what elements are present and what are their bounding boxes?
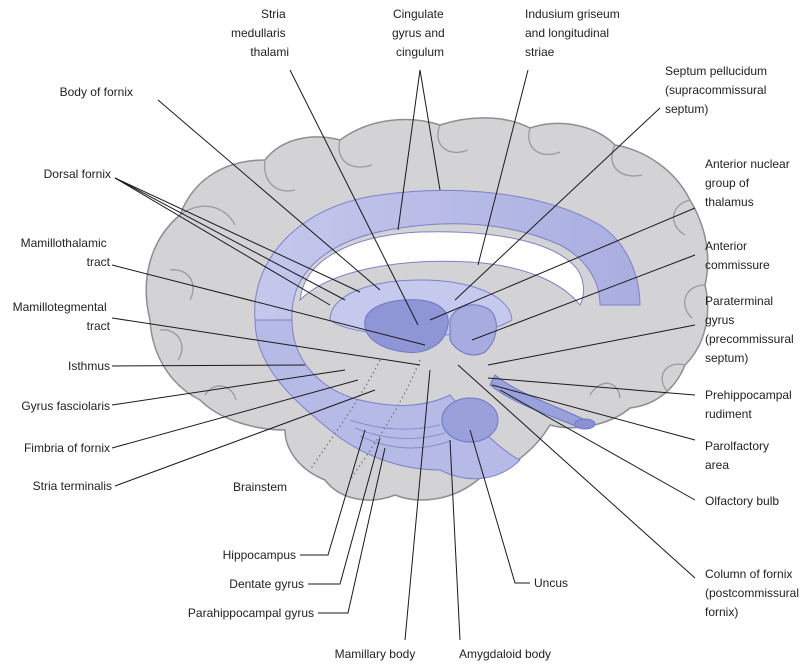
label-body-of-fornix: Body of fornix bbox=[60, 85, 133, 99]
olfactory-bulb-shape bbox=[574, 418, 596, 430]
label-uncus: Uncus bbox=[534, 576, 568, 590]
label-dentate: Dentate gyrus bbox=[229, 577, 304, 591]
gyri-folds bbox=[159, 124, 706, 401]
leader-lines bbox=[111, 69, 696, 641]
label-column-of-fornix: Column of fornix (postcommissural fornix… bbox=[705, 567, 802, 619]
label-hippocampus: Hippocampus bbox=[223, 548, 296, 562]
label-mamillothalamic: Mamillothalamic tract bbox=[21, 236, 111, 269]
thalamic-region bbox=[364, 299, 449, 354]
label-isthmus: Isthmus bbox=[68, 359, 110, 373]
label-parolfactory: Parolfactory area bbox=[705, 439, 772, 472]
label-cingulate: Cingulate gyrus and cingulum bbox=[392, 7, 448, 59]
brainstem-outline bbox=[309, 359, 381, 471]
uncus-shape bbox=[441, 397, 499, 443]
labels: Stria medullaris thalami Cingulate gyrus… bbox=[13, 7, 802, 661]
label-indusium: Indusium griseum and longitudinal striae bbox=[525, 7, 623, 59]
septal-region bbox=[449, 304, 497, 356]
brainstem-outline-2 bbox=[349, 359, 421, 481]
label-paraterminal: Paraterminal gyrus (precommissural septu… bbox=[705, 294, 797, 365]
parahippocampal-region bbox=[254, 319, 521, 480]
label-stria-medullaris: Stria medullaris thalami bbox=[231, 7, 289, 59]
label-dorsal-fornix: Dorsal fornix bbox=[44, 167, 111, 181]
label-septum-pellucidum: Septum pellucidum (supracommissural sept… bbox=[665, 64, 770, 116]
label-brainstem: Brainstem bbox=[233, 480, 287, 494]
label-prehippocampal: Prehippocampal rudiment bbox=[705, 388, 795, 421]
label-fimbria: Fimbria of fornix bbox=[24, 441, 110, 455]
label-anterior-nuclear: Anterior nuclear group of thalamus bbox=[705, 157, 793, 209]
label-gyrus-fasciolaris: Gyrus fasciolaris bbox=[21, 399, 110, 413]
label-stria-terminalis: Stria terminalis bbox=[33, 479, 112, 493]
label-olfactory-bulb: Olfactory bulb bbox=[705, 494, 779, 508]
label-parahippocampal: Parahippocampal gyrus bbox=[188, 606, 314, 620]
callosal-gap bbox=[299, 231, 584, 306]
limbic-lobe bbox=[254, 189, 641, 481]
label-mamillary: Mamillary body bbox=[335, 647, 416, 661]
hippocampal-striations bbox=[349, 419, 451, 449]
label-anterior-commissure: Anterior commissure bbox=[705, 239, 770, 272]
label-amygdaloid: Amygdaloid body bbox=[459, 647, 551, 661]
cingulate-gyrus bbox=[254, 189, 641, 321]
label-mamillotegmental: Mamillotegmental tract bbox=[13, 300, 111, 333]
